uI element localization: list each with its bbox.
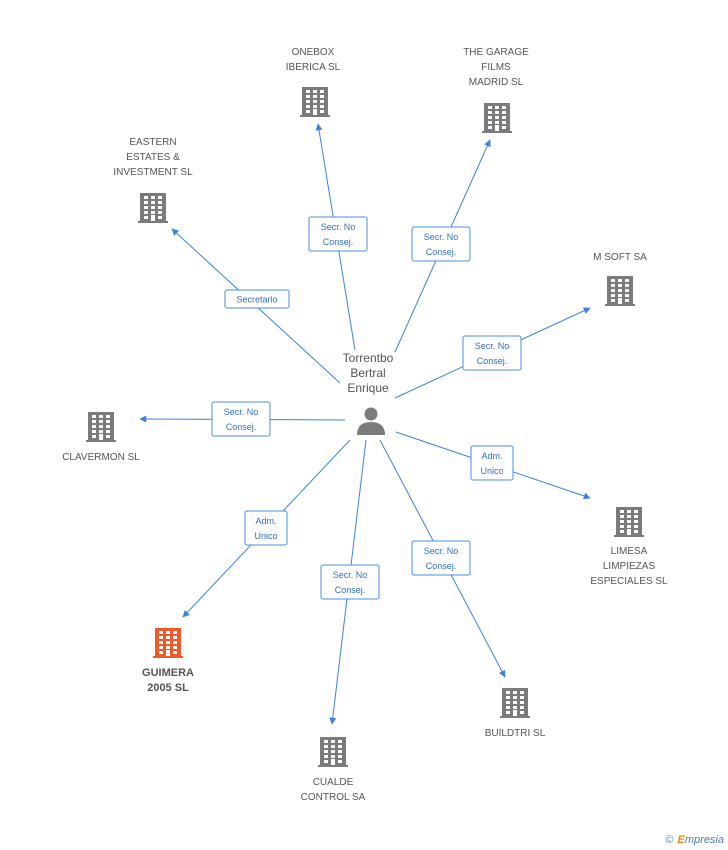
company-name-line: ONEBOX [292,47,335,58]
role-label-clavermon: Secr. No Consej. [211,401,271,437]
person-name-line: Bertral [350,366,385,380]
person-name-line: Enrique [347,381,389,395]
role-text: Adm. [481,451,502,461]
role-text: Consej. [335,585,366,595]
company-name-line: 2005 SL [147,682,189,694]
company-label-msoft[interactable]: M SOFT SA [593,252,647,263]
company-name-line: LIMPIEZAS [603,561,656,572]
building-icon-guimera[interactable] [153,628,183,658]
building-icon-buildtri[interactable] [500,688,530,718]
role-label-cualde: Secr. No Consej. [320,564,380,600]
building-icon-limesa[interactable] [614,507,644,537]
company-name-line: CONTROL SA [301,792,366,803]
company-name-line: ESPECIALES SL [590,576,668,587]
role-text: Secr. No [333,570,368,580]
role-label-garage: Secr. No Consej. [411,226,471,262]
company-label-clavermon[interactable]: CLAVERMON SL [62,452,140,463]
company-name-line: MADRID SL [469,77,524,88]
company-name-line: ESTATES & [126,152,180,163]
role-text: Consej. [426,247,457,257]
role-text: Unico [254,531,277,541]
role-text: Consej. [477,356,508,366]
role-text: Secr. No [475,341,510,351]
role-text: Secr. No [224,407,259,417]
building-icon-msoft[interactable] [605,276,635,306]
role-label-eastern: Secretario [224,289,290,309]
role-label-guimera: Adm. Unico [244,510,288,546]
company-name-line: GUIMERA [142,667,194,679]
role-label-limesa: Adm. Unico [470,445,514,481]
copyright-icon: © [665,834,674,846]
role-text: Consej. [426,561,457,571]
role-text: Secr. No [424,232,459,242]
company-label-onebox[interactable]: ONEBOX IBERICA SL [286,47,341,73]
company-label-limesa[interactable]: LIMESA LIMPIEZAS ESPECIALES SL [590,546,668,587]
company-name-line: INVESTMENT SL [113,167,193,178]
company-label-cualde[interactable]: CUALDE CONTROL SA [301,777,366,803]
company-label-garage[interactable]: THE GARAGE FILMS MADRID SL [463,47,529,88]
brand-logo-initial: E [677,834,685,846]
company-name-line: FILMS [481,62,511,73]
company-label-guimera[interactable]: GUIMERA 2005 SL [142,667,194,694]
company-name-line: IBERICA SL [286,62,341,73]
role-text: Adm. [255,516,276,526]
role-label-buildtri: Secr. No Consej. [411,540,471,576]
role-text: Secr. No [424,546,459,556]
footer-brand[interactable]: ©Empresia [665,834,724,846]
role-text: Unico [480,466,503,476]
company-name-line: CUALDE [313,777,354,788]
role-text: Consej. [323,237,354,247]
role-label-onebox: Secr. No Consej. [308,216,368,252]
company-name-line: LIMESA [611,546,648,557]
role-text: Secretario [236,295,277,305]
company-name-line: EASTERN [129,137,176,148]
person-name-line: Torrentbo [343,351,394,365]
building-icon-garage[interactable] [482,103,512,133]
building-icon-onebox[interactable] [300,87,330,117]
brand-logo-text: mpresia [684,834,724,846]
role-text: Consej. [226,422,257,432]
company-label-eastern[interactable]: EASTERN ESTATES & INVESTMENT SL [113,137,193,178]
role-text: Secr. No [321,222,356,232]
building-icon-cualde[interactable] [318,737,348,767]
person-icon [357,407,385,435]
company-name-line: THE GARAGE [463,47,529,58]
company-name-line: CLAVERMON SL [62,452,140,463]
company-label-buildtri[interactable]: BUILDTRI SL [485,728,546,739]
role-label-msoft: Secr. No Consej. [462,335,522,371]
building-icon-eastern[interactable] [138,193,168,223]
company-name-line: BUILDTRI SL [485,728,546,739]
building-icon-clavermon[interactable] [86,412,116,442]
company-name-line: M SOFT SA [593,252,647,263]
